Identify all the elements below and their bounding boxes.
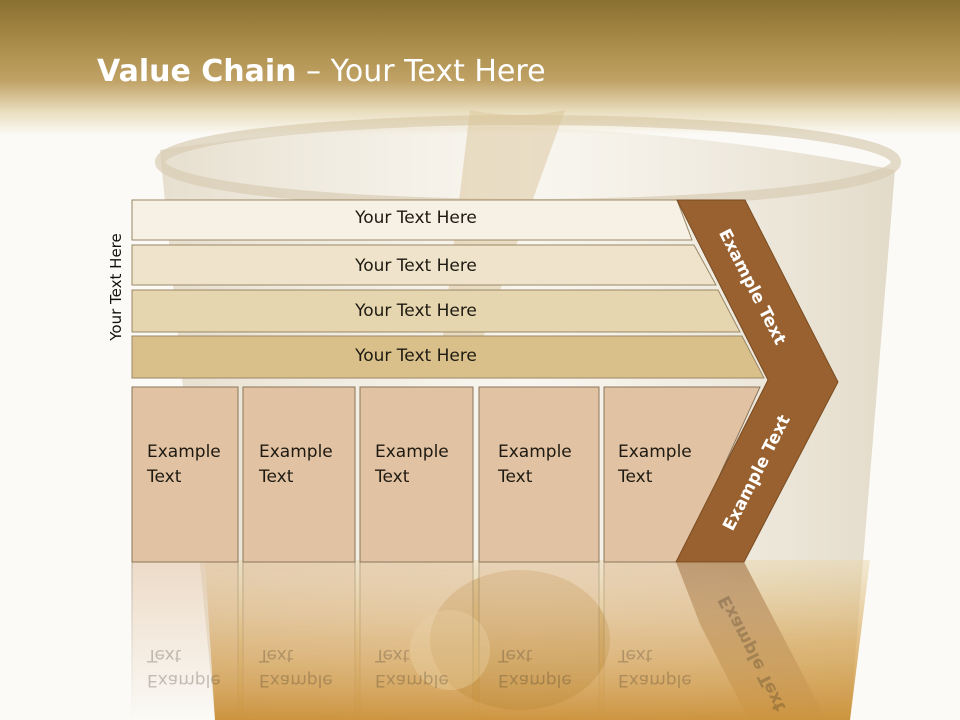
activity-label-2-line1: Example [259, 442, 333, 462]
activity-label-2-line2: Text [259, 467, 294, 487]
refl-activity-5b: Example [618, 670, 692, 690]
activity-box-1 [131, 386, 239, 563]
support-row-1 [131, 199, 693, 241]
slide-title: Value Chain – Your Text Here [97, 54, 546, 89]
support-row-label-3: Your Text Here [355, 301, 477, 321]
activity-label-1-line2: Text [147, 467, 182, 487]
refl-activity-2b: Example [259, 670, 333, 690]
activity-label-1-line1: Example [147, 442, 221, 462]
refl-activity-3: Text [374, 645, 410, 665]
diagram-reflection [131, 561, 827, 720]
title-bold: Value Chain [97, 54, 297, 89]
refl-activity-1: Text [146, 645, 182, 665]
activity-label-5-line1: Example [618, 442, 692, 462]
activity-label-4-line1: Example [498, 442, 572, 462]
support-row-4 [131, 335, 765, 379]
activity-label-3-line2: Text [375, 467, 410, 487]
support-row-label-2: Your Text Here [355, 256, 477, 276]
support-row-label-4: Your Text Here [355, 346, 477, 366]
activity-box-2 [242, 386, 356, 563]
activity-box-3 [359, 386, 474, 563]
header-band [0, 0, 960, 135]
activity-label-3-line1: Example [375, 442, 449, 462]
refl-activity-4: Text [497, 645, 533, 665]
support-row-3 [131, 289, 741, 333]
activity-label-5-line2: Text [618, 467, 653, 487]
refl-activity-2: Text [258, 645, 294, 665]
support-row-2 [131, 244, 717, 286]
activity-box-4 [478, 386, 600, 563]
title-rest: – Your Text Here [296, 54, 546, 89]
refl-activity-4b: Example [498, 670, 572, 690]
refl-activity-3b: Example [375, 670, 449, 690]
support-row-label-1: Your Text Here [355, 208, 477, 228]
refl-activity-5: Text [617, 645, 653, 665]
activity-label-4-line2: Text [498, 467, 533, 487]
refl-activity-1b: Example [147, 670, 221, 690]
